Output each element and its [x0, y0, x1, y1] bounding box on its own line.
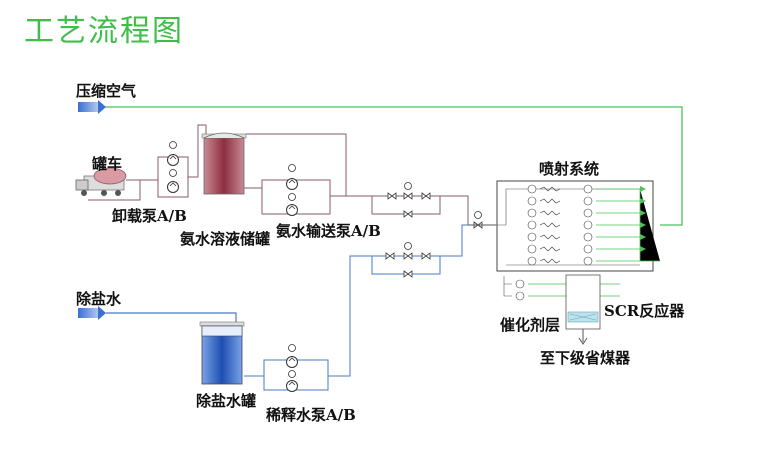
- water-valve-station: [371, 224, 468, 278]
- truck-icon: [75, 167, 127, 196]
- injection-system-label: 喷射系统: [539, 160, 600, 178]
- mixer-valve: [468, 211, 496, 229]
- pump-icon: [167, 181, 179, 193]
- dilution-pump-group: [263, 255, 372, 392]
- compressed-air-line: [102, 106, 683, 226]
- ammonia-pump-label: 氨水输送泵A/B: [276, 222, 381, 240]
- ammonia-transfer-pump-group: [261, 164, 346, 216]
- demin-water-tank: [199, 321, 264, 385]
- compressed-air-label: 压缩空气: [76, 82, 137, 100]
- ammonia-valve-station: [371, 182, 469, 225]
- ammonia-storage-tank: [201, 132, 372, 197]
- to-economizer-label: 至下级省煤器: [540, 349, 631, 367]
- injection-system-box: [496, 180, 660, 272]
- unload-pump-label: 卸载泵A/B: [112, 207, 187, 225]
- tanker-truck-label: 罐车: [92, 155, 123, 173]
- demin-water-label: 除盐水: [76, 290, 122, 308]
- compressed-air-arrow-icon: [78, 100, 106, 114]
- scr-reactor: [503, 274, 620, 345]
- demin-water-arrow-icon: [78, 306, 106, 320]
- nozzle-rows: [527, 184, 660, 266]
- scr-reactor-label: SCR反应器: [604, 302, 685, 320]
- unload-pump-group: [140, 124, 207, 198]
- valve-icon: [387, 192, 397, 200]
- demin-tank-label: 除盐水罐: [196, 392, 257, 410]
- pump-icon: [167, 154, 179, 166]
- dilution-pump-label: 稀释水泵A/B: [266, 406, 356, 424]
- ammonia-tank-label: 氨水溶液储罐: [180, 230, 271, 248]
- page-title: 工艺流程图: [24, 14, 184, 49]
- catalyst-layer-label: 催化剂层: [500, 316, 561, 334]
